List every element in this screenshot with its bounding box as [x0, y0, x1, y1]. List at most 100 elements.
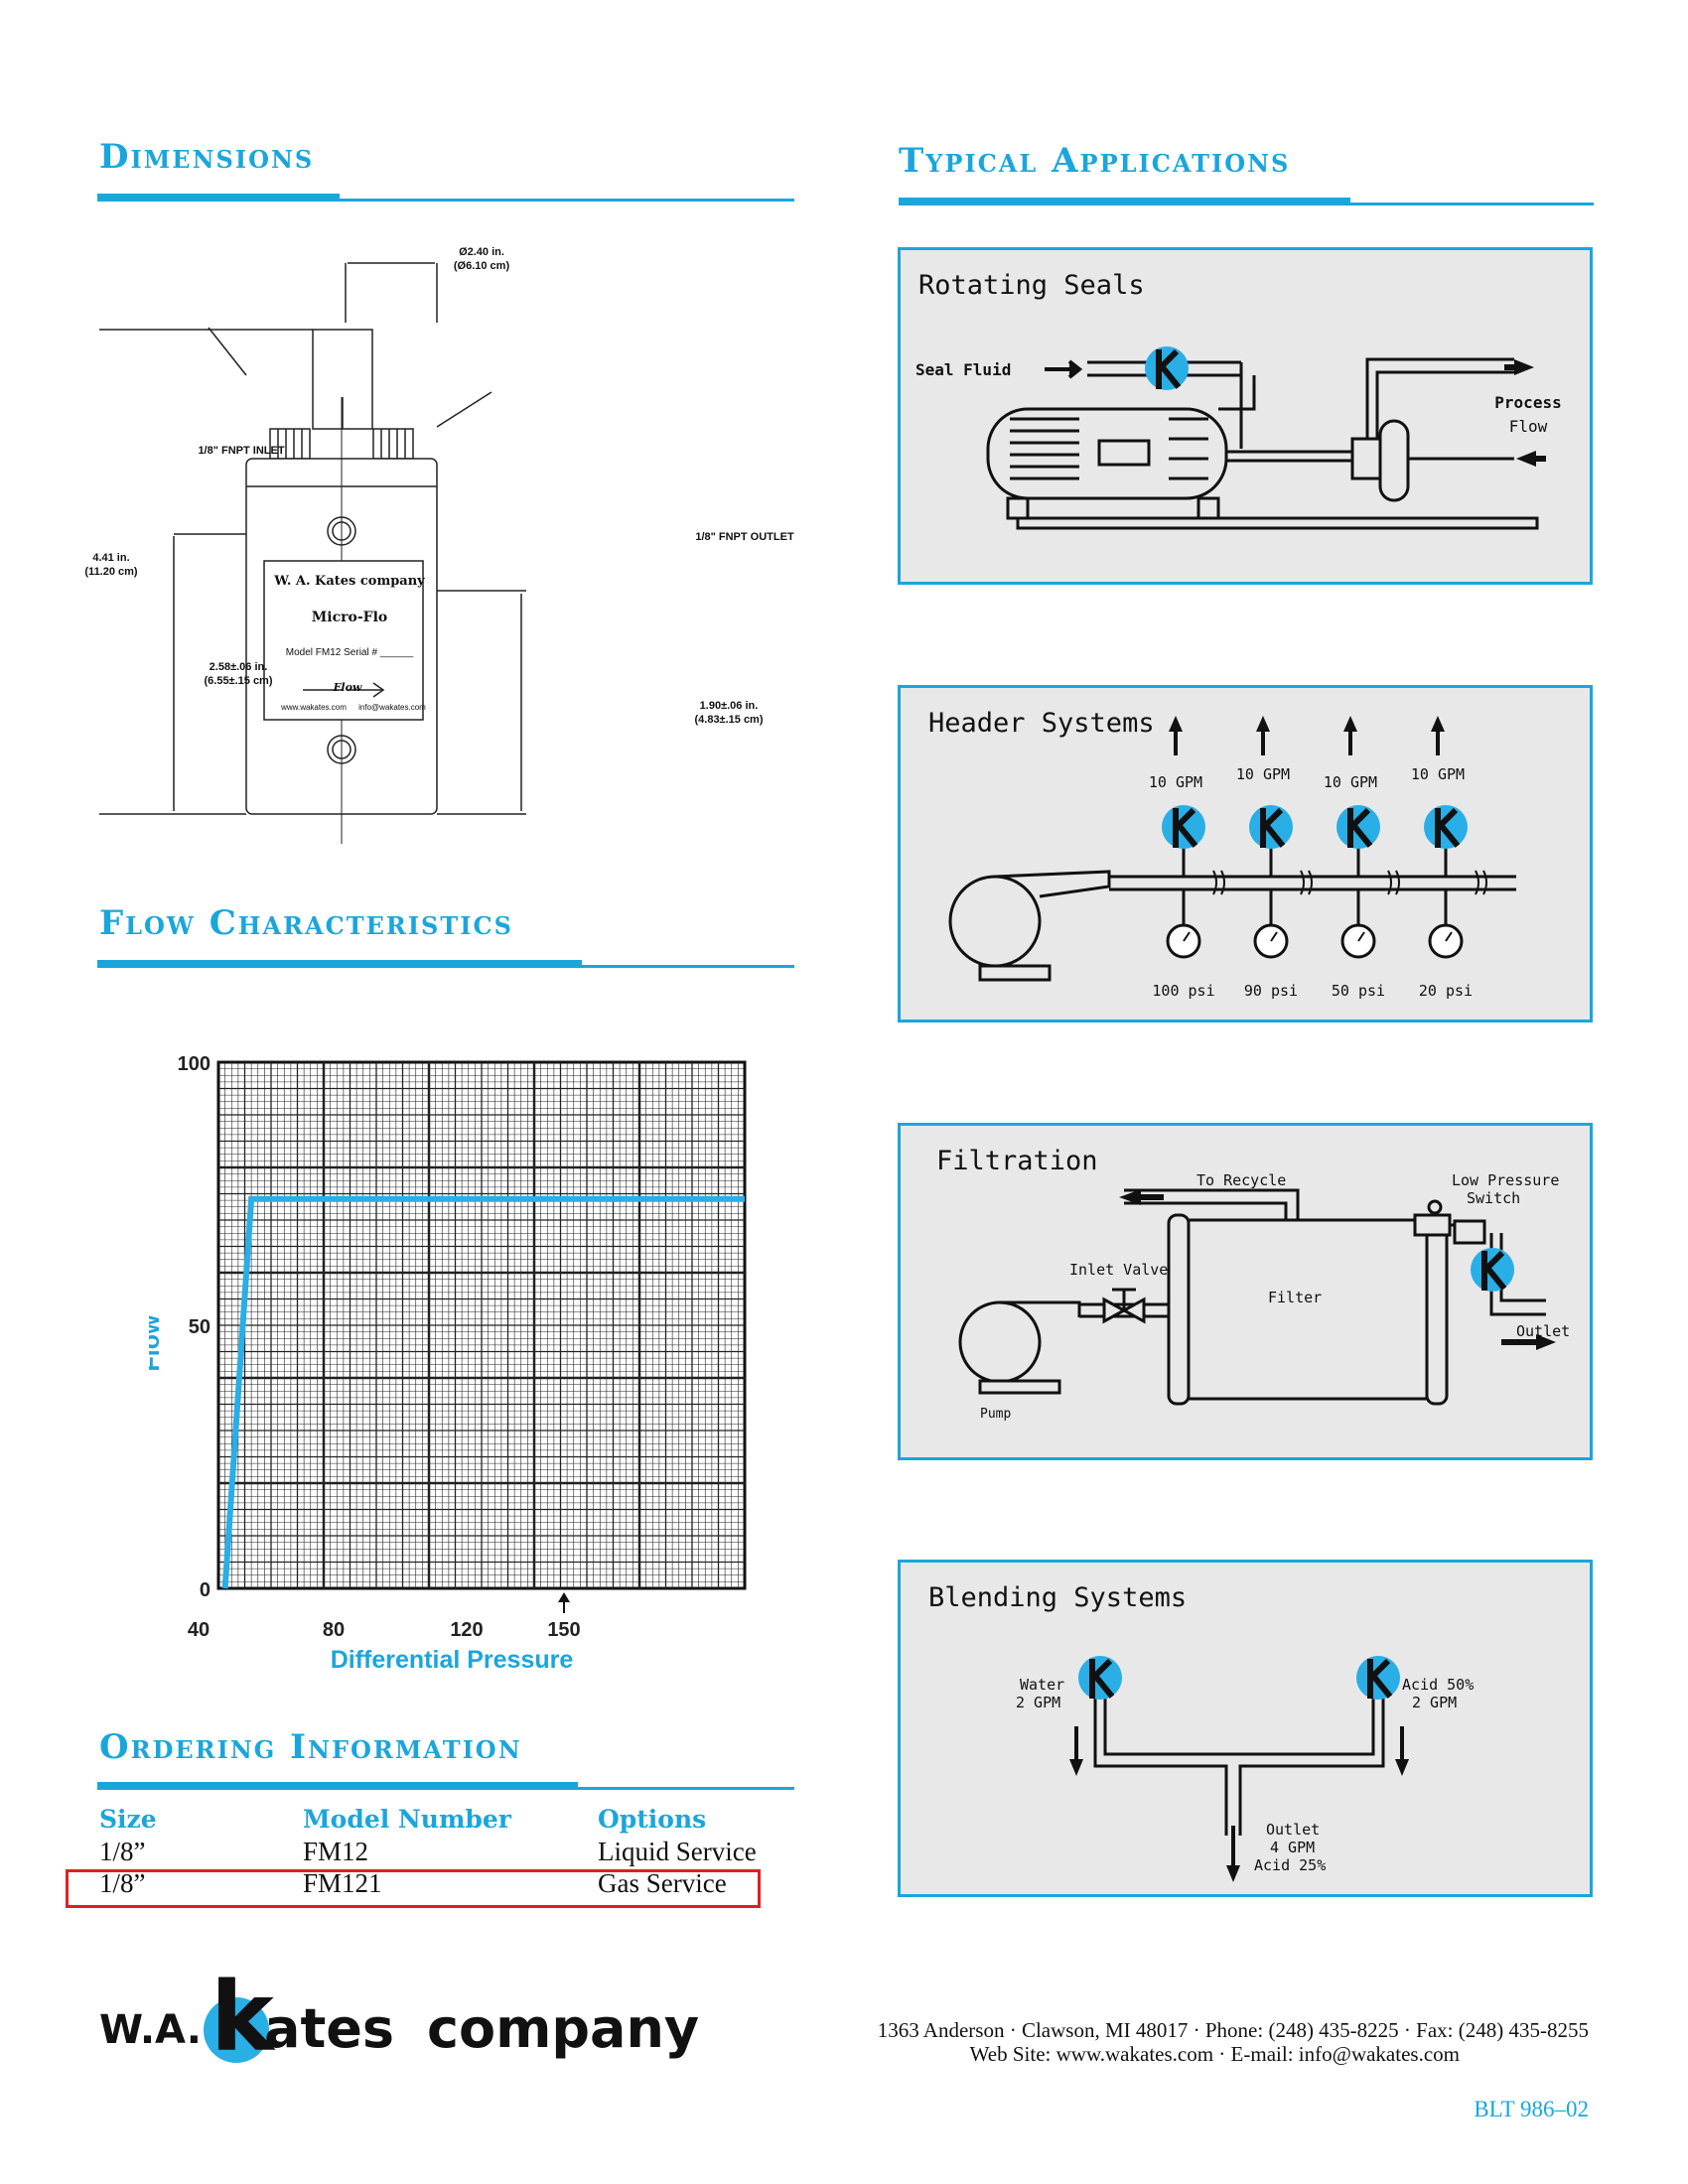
- device-label-model: Model FM12 Serial # ______: [285, 647, 414, 658]
- flow-chart: 100500104080120150Differential PressureF…: [149, 1053, 747, 1668]
- dimensions-rule-thin: [97, 199, 794, 202]
- header-pipe-break: [1475, 870, 1487, 895]
- flow-rule-thin: [97, 965, 794, 968]
- device-label-email: info@wakates.com: [358, 703, 426, 712]
- header-up-arrow-head: [1256, 716, 1270, 732]
- chart-y-tick-label: 100: [178, 1053, 211, 1075]
- ordering-rule-thin: [97, 1787, 794, 1790]
- svg-text:Acid 25%: Acid 25%: [1254, 1856, 1326, 1874]
- blending-systems-title: Blending Systems: [928, 1582, 1188, 1613]
- flow-characteristics-title: Flow Characteristics: [99, 903, 513, 943]
- ordering-header-options: Options: [598, 1805, 707, 1834]
- chart-y-tick-label: 50: [189, 1316, 211, 1338]
- header-gauge-needle: [1183, 931, 1191, 942]
- svg-text:Outlet: Outlet: [1516, 1322, 1570, 1340]
- blending-systems-diagram: Water 2 GPM Acid 50% 2 GPM Outlet 4 GPM …: [1016, 1656, 1474, 1882]
- logo-ates: ates: [264, 1997, 395, 2060]
- header-systems-title: Header Systems: [928, 708, 1155, 739]
- chart-x-arrow-head: [558, 1592, 570, 1602]
- dimensions-drawing: [99, 262, 526, 844]
- header-k-mark: [1435, 807, 1461, 848]
- ordering-row-2-options: Gas Service: [598, 1868, 727, 1898]
- typical-applications-title: Typical Applications: [899, 141, 1291, 181]
- dim-height-cm: (11.20 cm): [84, 566, 138, 578]
- dim-height: 4.41 in.: [92, 552, 130, 564]
- svg-text:2 GPM: 2 GPM: [1412, 1694, 1457, 1711]
- svg-text:Filter: Filter: [1268, 1289, 1322, 1306]
- rotating-seals-panel: Rotating Seals Seal Fluid: [898, 247, 1593, 585]
- ordering-row-1-model: FM12: [303, 1837, 369, 1866]
- logo-wa: W.A.: [99, 2007, 202, 2053]
- svg-text:Outlet: Outlet: [1266, 1821, 1320, 1839]
- footer-doc-code: BLT 986–02: [1474, 2097, 1589, 2121]
- dimensions-rule: [97, 194, 340, 202]
- svg-text:4 GPM: 4 GPM: [1270, 1839, 1315, 1856]
- ordering-row-2-model: FM121: [303, 1868, 382, 1898]
- header-flow-label: 10 GPM: [1324, 773, 1377, 791]
- header-flow-label: 10 GPM: [1236, 765, 1290, 783]
- filtration-panel: Filtration To Recycle: [898, 1123, 1593, 1460]
- rotating-seals-title: Rotating Seals: [918, 270, 1145, 301]
- header-up-arrow-head: [1169, 716, 1183, 732]
- dim-outlet-height-cm: (4.83±.15 cm): [694, 714, 764, 726]
- svg-text:Inlet Valve: Inlet Valve: [1069, 1261, 1168, 1279]
- header-pressure-label: 100 psi: [1152, 982, 1214, 1000]
- header-systems-panel: Header Systems 10 GPM 100 psi 10 GPM 90 psi…: [898, 685, 1593, 1023]
- svg-text:Low Pressure: Low Pressure: [1452, 1171, 1559, 1189]
- ordering-title: Ordering Information: [99, 1727, 522, 1767]
- header-gauge-needle: [1445, 931, 1453, 942]
- chart-y-tick-label: 0: [200, 1579, 211, 1601]
- footer-address: 1363 Anderson · Clawson, MI 48017 · Phon…: [877, 2018, 1589, 2042]
- header-k-mark: [1347, 807, 1373, 848]
- svg-text:Flow: Flow: [1509, 417, 1548, 436]
- header-flow-label: 10 GPM: [1411, 765, 1465, 783]
- header-pressure-label: 50 psi: [1332, 982, 1385, 1000]
- header-pipe-break: [1212, 870, 1225, 895]
- ordering-row-1-size: 1/8”: [99, 1837, 146, 1866]
- ordering-row-2-size: 1/8”: [99, 1868, 146, 1898]
- ordering-row-1-options: Liquid Service: [598, 1837, 757, 1866]
- chart-x-axis-label: Differential Pressure: [331, 1646, 574, 1668]
- header-pressure-label: 90 psi: [1244, 982, 1298, 1000]
- dim-outlet: 1/8" FNPT OUTLET: [695, 531, 794, 543]
- logo-company: company: [427, 1997, 700, 2060]
- chart-x-tick-label: 150: [547, 1619, 580, 1641]
- dim-diameter-cm: (Ø6.10 cm): [453, 260, 510, 272]
- blending-systems-panel: Blending Systems Water 2 GPM Acid 50% 2 …: [898, 1560, 1593, 1897]
- ordering-header-size: Size: [99, 1805, 157, 1834]
- header-pipe-break: [1387, 870, 1400, 895]
- header-up-arrow-head: [1431, 716, 1445, 732]
- svg-text:To Recycle: To Recycle: [1196, 1171, 1286, 1189]
- chart-series-line: [221, 1195, 745, 1589]
- dim-inlet-height: 2.58±.06 in.: [209, 661, 268, 673]
- logo-k: k: [211, 1962, 274, 2073]
- dim-outlet-height: 1.90±.06 in.: [699, 700, 759, 712]
- svg-text:Acid 50%: Acid 50%: [1402, 1676, 1474, 1694]
- header-k-mark: [1260, 807, 1286, 848]
- flow-rule: [97, 960, 582, 968]
- svg-text:2 GPM: 2 GPM: [1016, 1694, 1060, 1711]
- dimensions-title: Dimensions: [99, 137, 315, 177]
- device-label-flow: Flow: [333, 681, 362, 694]
- filtration-title: Filtration: [936, 1146, 1098, 1176]
- chart-x-tick-label: 40: [188, 1619, 210, 1641]
- ordering-header-model: Model Number: [303, 1805, 511, 1834]
- header-gauge-needle: [1270, 931, 1278, 942]
- applications-rule: [899, 198, 1350, 205]
- header-k-mark: [1173, 807, 1198, 848]
- header-gauge-needle: [1357, 931, 1365, 942]
- header-pressure-label: 20 psi: [1419, 982, 1473, 1000]
- header-systems-diagram: 10 GPM 100 psi 10 GPM 90 psi 10 GPM 50 psi 10 …: [948, 716, 1516, 1000]
- header-flow-label: 10 GPM: [1149, 773, 1202, 791]
- svg-text:Pump: Pump: [980, 1407, 1011, 1422]
- device-label-brand: W. A. Kates company: [274, 574, 425, 589]
- applications-rule-thin: [899, 203, 1594, 205]
- chart-x-tick-label: 80: [323, 1619, 345, 1641]
- dim-inlet: 1/8" FNPT INLET: [198, 445, 285, 457]
- dim-diameter: Ø2.40 in.: [459, 246, 504, 258]
- logo-k-circle: [204, 1997, 269, 2063]
- ordering-row-highlight: [66, 1869, 761, 1908]
- svg-text:Water: Water: [1020, 1676, 1064, 1694]
- device-label-web: www.wakates.com: [281, 703, 347, 712]
- footer-logo: W.A. k ates company: [99, 1970, 715, 2085]
